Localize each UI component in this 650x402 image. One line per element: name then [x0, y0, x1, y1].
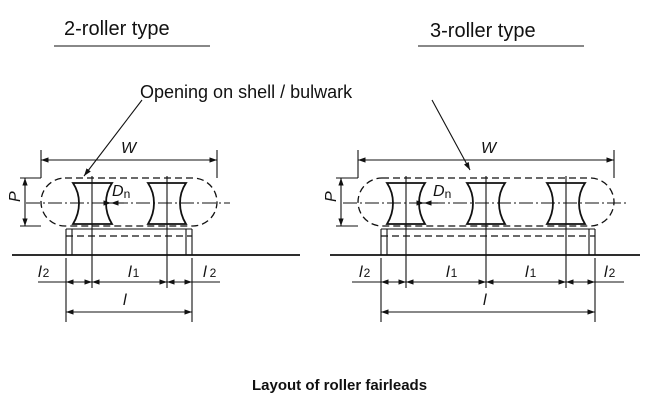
three-roller-fairlead: W P Dn l2 l1 l1 l2 l	[323, 140, 640, 322]
l2-label-left-a: l2	[38, 264, 50, 281]
l1-label-right-a: l1	[446, 264, 458, 281]
l2-label-right-a: l2	[359, 264, 371, 281]
roller-2-right	[465, 182, 507, 225]
p-label-left: P	[7, 191, 24, 202]
w-label-left: W	[121, 140, 138, 157]
l-label-left: l	[123, 292, 127, 309]
roller-1-right	[385, 182, 427, 225]
w-label-right: W	[481, 140, 498, 157]
dn-label-right: Dn	[433, 183, 451, 201]
roller-1-left	[71, 182, 114, 225]
l1-label-right-b: l1	[525, 264, 537, 281]
opening-label: Opening on shell / bulwark	[140, 82, 353, 102]
opening-leader-left	[83, 99, 143, 177]
l2-label-right-b: l2	[604, 264, 616, 281]
roller-3-right	[545, 182, 587, 225]
dn-label-left: Dn	[112, 183, 130, 201]
p-label-right: P	[323, 191, 340, 202]
right-title: 3-roller type	[430, 20, 536, 42]
l1-label-left: l1	[128, 264, 140, 281]
roller-2-left	[146, 182, 188, 225]
diagram-caption: Layout of roller fairleads	[252, 377, 427, 394]
shell-opening-left	[40, 177, 218, 227]
left-title: 2-roller type	[64, 18, 170, 40]
l-label-right: l	[483, 292, 487, 309]
